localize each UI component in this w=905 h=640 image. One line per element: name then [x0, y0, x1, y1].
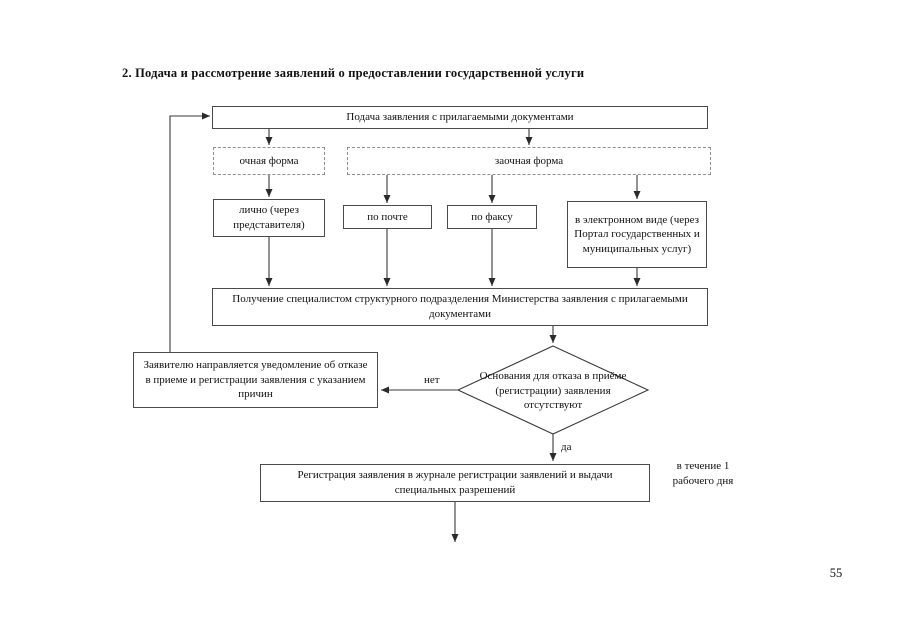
node-electronic: в электронном виде (через Портал государ… [567, 201, 707, 268]
edge-label-no: нет [424, 374, 440, 386]
node-electronic-label: в электронном виде (через Портал государ… [574, 213, 700, 255]
duration-note: в течение 1 рабочего дня [672, 460, 734, 487]
node-personally: лично (через представителя) [213, 199, 325, 237]
node-in-person-form: очная форма [213, 147, 325, 175]
node-by-mail: по почте [343, 205, 432, 229]
node-personally-label: лично (через представителя) [233, 204, 305, 231]
node-reception-label: Получение специалистом структурного подр… [232, 293, 688, 320]
edge-label-yes: да [561, 441, 572, 453]
edge-refusal-to-submission [169, 112, 210, 352]
node-remote-form-label: заочная форма [494, 154, 564, 167]
node-by-mail-label: по почте [367, 210, 408, 223]
node-in-person-form-label: очная форма [239, 154, 299, 167]
node-refusal-notice: Заявителю направляется уведомление об от… [133, 352, 378, 408]
node-remote-form: заочная форма [347, 147, 711, 175]
node-submission-label: Подача заявления с прилагаемыми документ… [346, 111, 574, 124]
node-registration-label: Регистрация заявления в журнале регистра… [297, 469, 613, 496]
node-registration: Регистрация заявления в журнале регистра… [260, 464, 650, 502]
node-by-fax: по факсу [447, 205, 537, 229]
node-submission: Подача заявления с прилагаемыми документ… [212, 106, 708, 129]
section-title: 2. Подача и рассмотрение заявлений о пре… [122, 66, 585, 80]
node-reception: Получение специалистом структурного подр… [212, 288, 708, 326]
node-by-fax-label: по факсу [471, 210, 513, 223]
node-decision: Основания для отказа в приёме (регистрац… [471, 352, 635, 430]
page-number: 55 [829, 566, 843, 580]
node-refusal-notice-label: Заявителю направляется уведомление об от… [143, 359, 368, 401]
node-decision-label: Основания для отказа в приёме (регистрац… [479, 370, 627, 412]
